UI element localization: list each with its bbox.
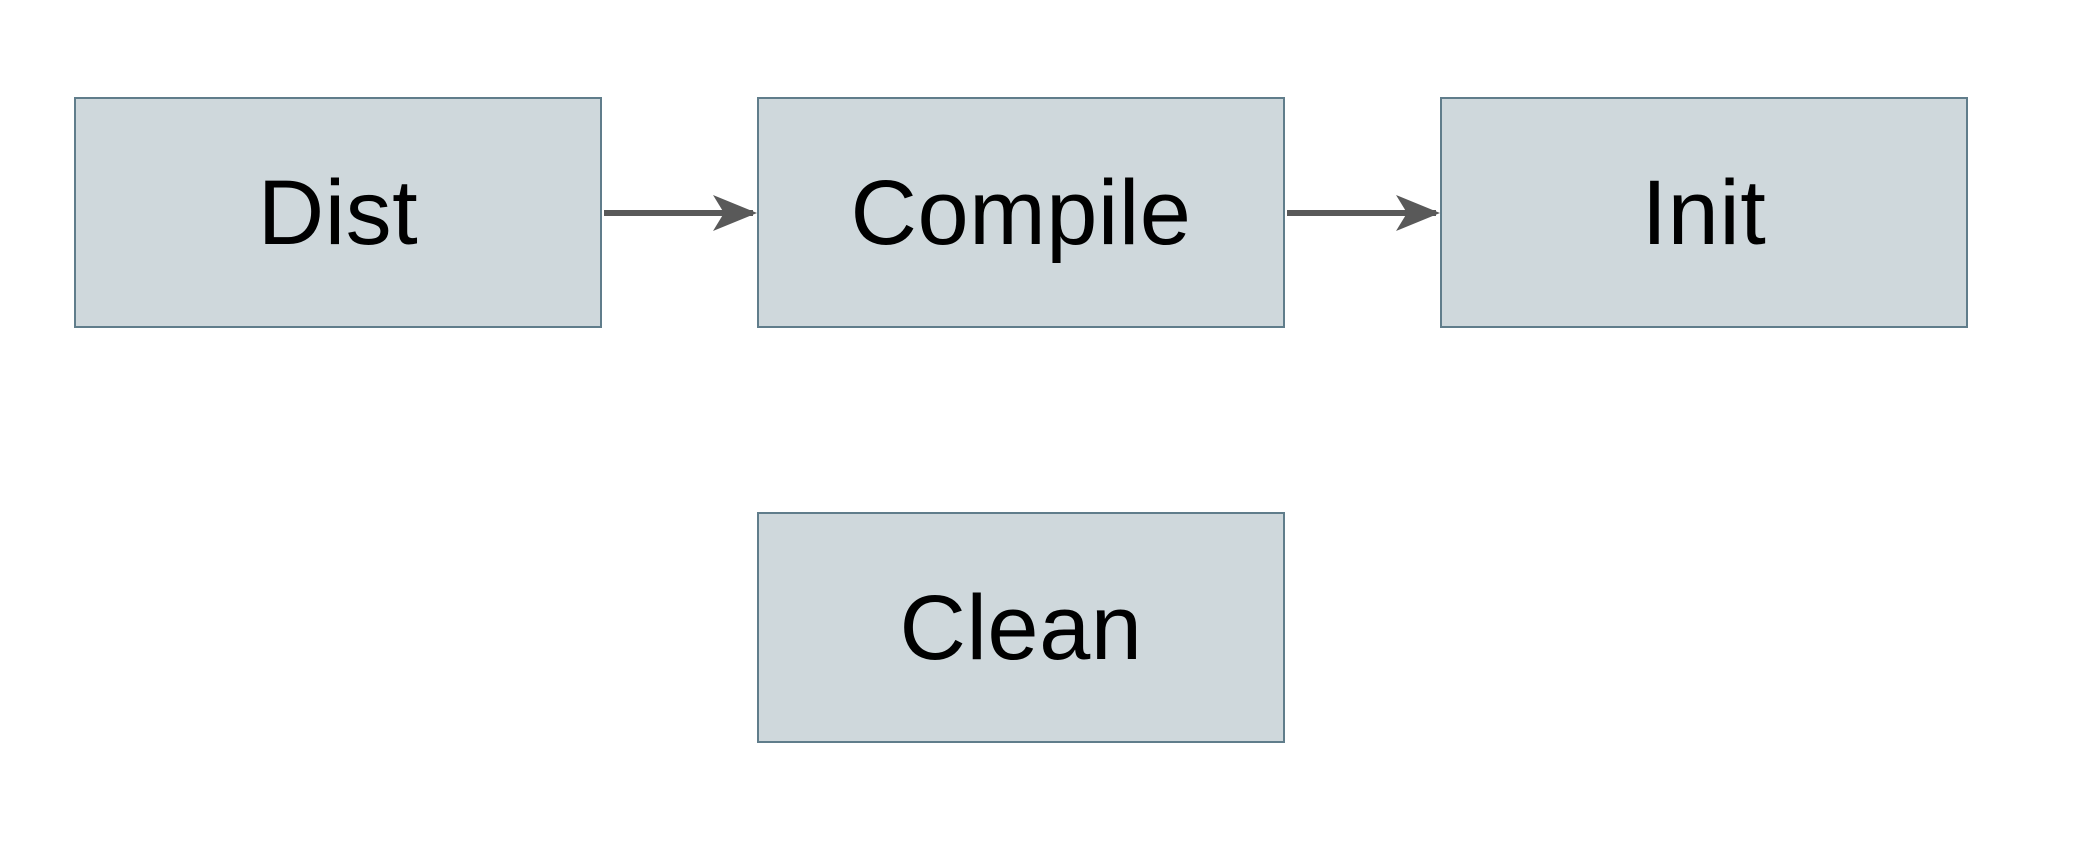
node-init-label: Init	[1641, 161, 1767, 264]
node-dist-label: Dist	[257, 161, 419, 264]
node-clean-label: Clean	[899, 576, 1143, 679]
node-dist: Dist	[74, 97, 602, 328]
node-compile: Compile	[757, 97, 1285, 328]
node-compile-label: Compile	[850, 161, 1192, 264]
node-init: Init	[1440, 97, 1968, 328]
node-clean: Clean	[757, 512, 1285, 743]
